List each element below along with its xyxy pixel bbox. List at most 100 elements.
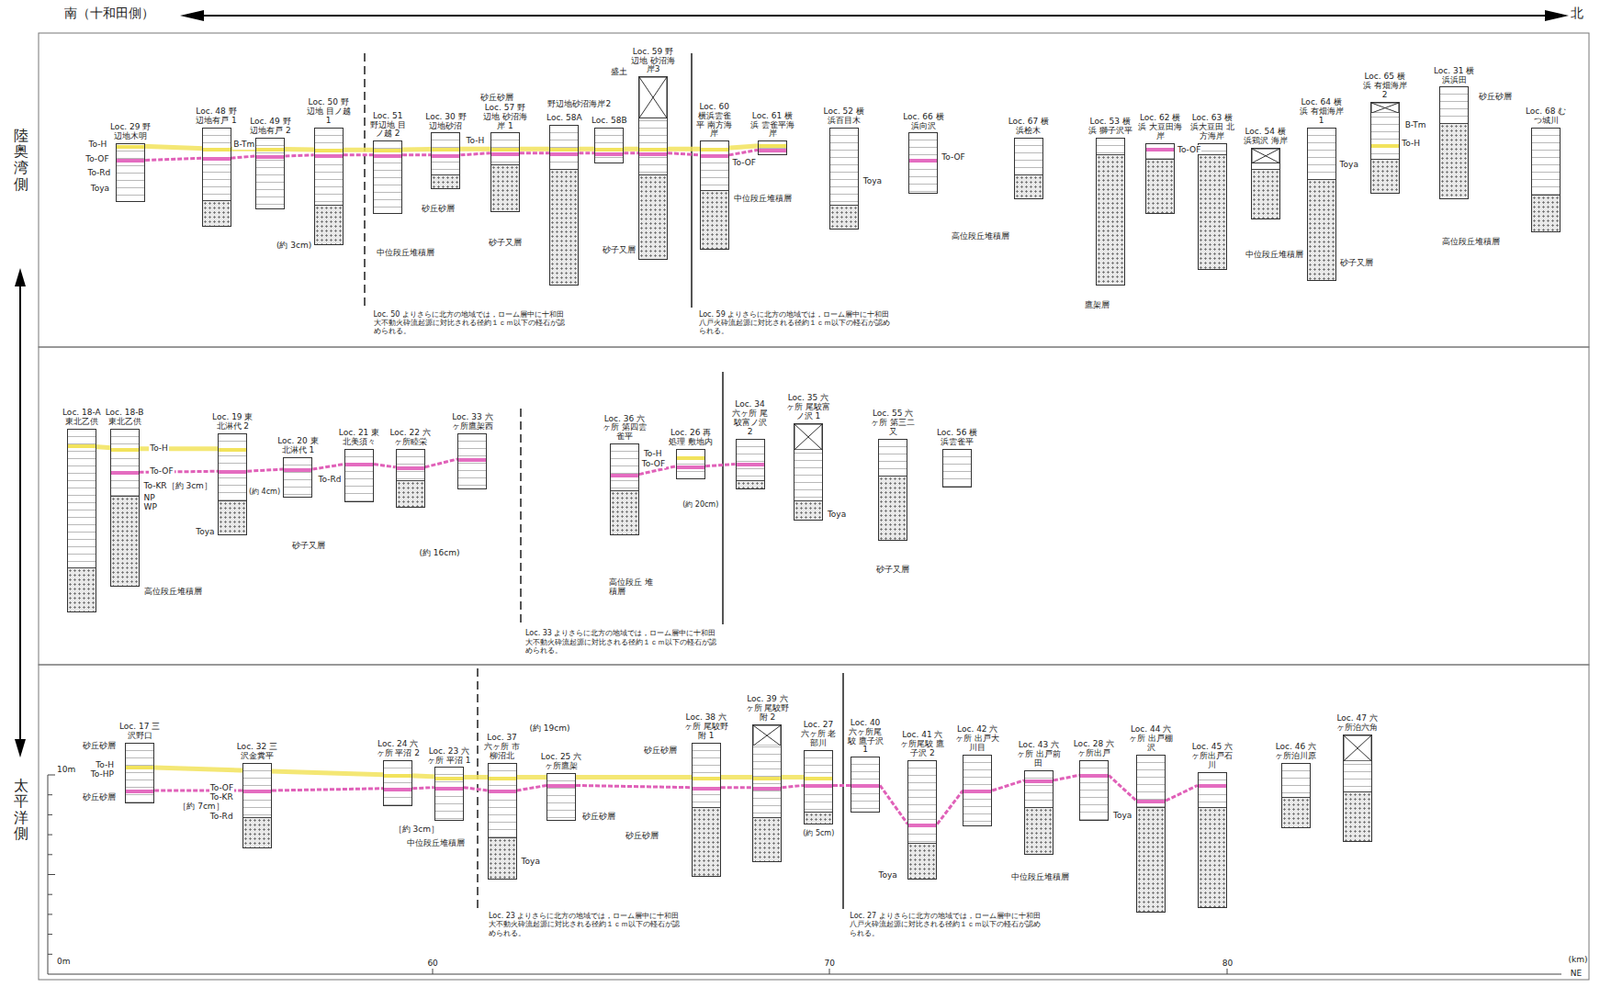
location-column: Loc. 65 横浜 有畑海岸2 [1362, 72, 1409, 194]
to-h-stripe [218, 448, 247, 452]
loam-layer [1307, 128, 1336, 181]
to-of-stripe [700, 154, 729, 158]
to-of-stripe [547, 784, 575, 789]
gravel-layer [610, 490, 639, 536]
arrow-head [180, 10, 204, 22]
distance-axis [47, 974, 1562, 976]
location-column: Loc. 54 横浜鶏沢 海岸 [1242, 127, 1289, 220]
scale-tick [47, 874, 56, 876]
annotation-label: To-OF [148, 466, 174, 476]
tephra-correlation-line [145, 157, 202, 160]
annotation-label: 中位段丘堆積層 [405, 838, 466, 848]
to-h-stripe [488, 777, 517, 781]
to-h-stripe [758, 144, 787, 148]
location-heading: Loc. 24 六ヶ所 平沼 2 [374, 740, 421, 759]
side-label: 陸奥湾側 [12, 127, 30, 192]
location-column: Loc. 22 六ヶ所睦栄 [387, 428, 434, 508]
column-body [1014, 137, 1044, 200]
annotation-label: 砂子又層 [601, 245, 637, 255]
annotation-label: (約 20cm) [681, 500, 720, 509]
location-column: Loc. 24 六ヶ所 平沼 2 [374, 740, 421, 807]
scale-tick [47, 794, 53, 796]
location-heading: Loc. 59 野辺地 砂沼海岸3 [630, 47, 677, 76]
location-column: Loc. 55 六ヶ所 第三二又 [869, 409, 916, 541]
location-heading: Loc. 49 野辺地有戸 2 [247, 117, 293, 136]
location-column: Loc. 68 むつ城川 [1522, 107, 1569, 233]
annotation-label: 中位段丘堆積層 [732, 193, 793, 203]
tephra-correlation-line [1165, 785, 1198, 801]
column-body [67, 428, 97, 613]
column-body [691, 743, 722, 879]
to-of-stripe [1137, 800, 1165, 804]
to-of-stripe [111, 471, 139, 475]
loam-layer [111, 429, 139, 496]
gravel-layer [1282, 797, 1310, 830]
column-body [907, 760, 937, 880]
column-body [383, 760, 413, 807]
gravel-layer [202, 200, 231, 227]
to-of-stripe [431, 154, 460, 158]
location-column: Loc. 41 六ヶ所尾駮 鷹子沢 2 [899, 731, 946, 880]
loam-layer [1080, 761, 1108, 823]
tephra-correlation-line [705, 463, 735, 466]
column-body [255, 137, 285, 210]
location-heading: Loc. 42 六ヶ所 出戸大川目 [954, 725, 1001, 754]
note-text: Loc. 27 よりさらに北方の地域では，ローム層中に十和田八戸火砕流起源に対比… [848, 912, 1045, 938]
scale-tick [47, 894, 53, 896]
to-of-stripe [963, 789, 992, 794]
fill-cross-box [1343, 735, 1372, 762]
annotation-label: 高位段丘堆積層 [950, 231, 1011, 241]
to-h-stripe [1371, 144, 1399, 148]
annotation-label: To-Rd [86, 168, 112, 178]
location-column: Loc. 21 東北美須々 [336, 428, 383, 503]
tephra-correlation-line [1053, 775, 1080, 781]
annotation-label: To-KR [209, 792, 235, 802]
to-of-stripe [488, 789, 517, 794]
annotation-label: 中位段丘堆積層 [1244, 249, 1305, 260]
annotation-label: 砂子又層 [487, 237, 523, 248]
annotation-label: B-Tm [1404, 120, 1428, 130]
location-column: Loc. 49 野辺地有戸 2 [247, 117, 293, 210]
location-column: Loc. 53 横浜 獅子沢平 [1087, 117, 1134, 286]
location-heading: Loc. 28 六ヶ所出戸 [1070, 740, 1117, 759]
location-column: Loc. 45 六ヶ所出戸石川 [1189, 743, 1236, 908]
to-h-stripe [67, 444, 96, 449]
location-heading: Loc. 66 横浜向沢 [900, 112, 947, 132]
to-h-stripe [315, 148, 343, 153]
location-column: Loc. 51 野辺地 目ノ越 2 [368, 112, 407, 215]
annotation-label: 中位段丘堆積層 [375, 247, 436, 258]
to-h-stripe [676, 456, 705, 461]
gravel-layer [431, 174, 460, 190]
column-body [110, 428, 140, 587]
column-body [676, 449, 706, 480]
location-heading: Loc. 62 横浜 大豆田海岸 [1137, 113, 1184, 142]
column-body [430, 132, 461, 189]
column-body [124, 743, 155, 805]
location-column: Loc. 20 東北淋代 1 [274, 437, 321, 498]
panel-frame [38, 347, 1589, 665]
annotation-label: Toya [90, 183, 111, 193]
to-h-stripe [550, 147, 578, 152]
to-of-stripe [676, 465, 705, 470]
gravel-layer [1014, 174, 1043, 200]
annotation-label: 鷹架層 [1083, 300, 1111, 310]
location-column: Loc. 26 再処理 敷地内 [667, 428, 714, 480]
annotation-label: NE [1569, 969, 1583, 979]
tephra-correlation-line [879, 785, 908, 824]
location-heading: Loc. 36 六ヶ所 第四雲雀平 [601, 415, 648, 443]
column-body [878, 439, 908, 541]
location-heading: Loc. 32 三沢金糞平 [234, 743, 281, 762]
location-column: Loc. 38 六ヶ所 尾駮野附 1 [683, 713, 730, 878]
location-column: Loc. 57 野辺地 砂沼海岸 1 [482, 103, 529, 213]
annotation-label: (約 16cm) [417, 548, 461, 558]
fill-cross-box [1371, 102, 1399, 113]
location-column: Loc. 66 横浜向沢 [900, 112, 947, 194]
location-heading: Loc. 44 六ヶ所 出戸棚沢 [1127, 725, 1174, 754]
location-column: Loc. 52 横浜百目木 [821, 107, 868, 230]
location-column: Loc. 18-A 東北乙供 [61, 408, 102, 613]
loam-layer [125, 743, 154, 805]
annotation-label: (約 5cm) [801, 829, 835, 838]
location-column: Loc. 56 横浜雲雀平 [934, 428, 981, 488]
location-heading: Loc. 50 野辺地 目ノ越 1 [305, 98, 352, 126]
annotation-label: To-OF [84, 154, 110, 164]
